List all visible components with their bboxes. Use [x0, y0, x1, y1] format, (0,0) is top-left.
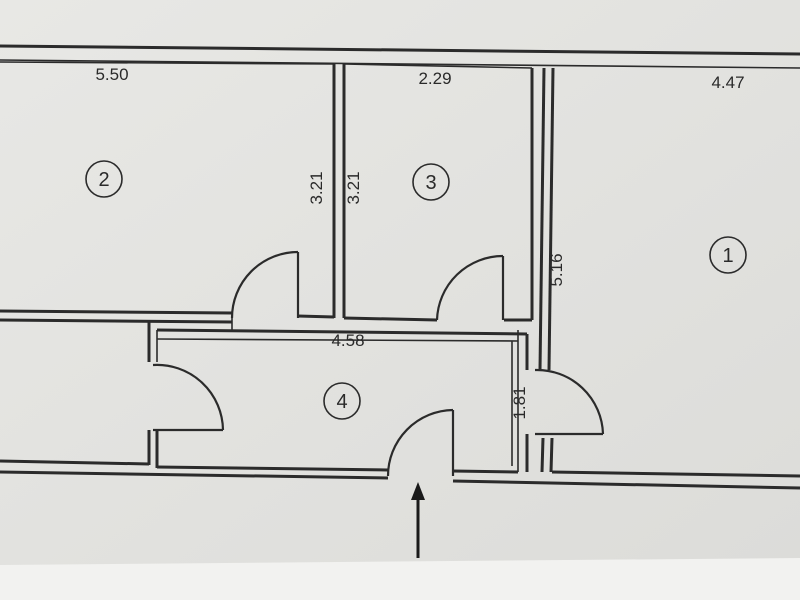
- room-2-circle: [85, 160, 123, 198]
- left-room-door: [152, 363, 225, 432]
- hall-depth-label: 1.81: [510, 386, 529, 419]
- room-3-depth-label: 3.21: [344, 171, 363, 204]
- room-4-number: 4: [336, 391, 347, 413]
- outer-wall-top: [0, 44, 800, 69]
- room-3-width-label: 2.29: [418, 69, 451, 88]
- room-4-circle: [323, 382, 361, 420]
- room-3-door: [435, 254, 505, 321]
- entrance-door: [386, 408, 455, 477]
- room-3-number: 3: [425, 172, 436, 194]
- entrance-arrow-icon: [411, 482, 425, 558]
- room-2-number: 2: [98, 169, 109, 191]
- room-1-west-wall: [538, 67, 555, 473]
- room-2-width-label: 5.50: [95, 65, 128, 84]
- room-1-depth-label: 5.16: [547, 253, 566, 286]
- hall-width-label: 4.58: [331, 331, 364, 350]
- room-1-width-label: 4.47: [711, 73, 744, 92]
- room-2-depth-label: 3.21: [307, 171, 326, 204]
- room-1-number: 1: [722, 245, 733, 267]
- dimension-lines: [156, 338, 519, 466]
- paper-sheet: [0, 0, 800, 565]
- outer-wall-bottom: [0, 459, 800, 490]
- paper-bottom-edge: [0, 558, 800, 600]
- room-2-walls: [0, 61, 336, 324]
- room-1-circle: [709, 236, 747, 274]
- room-1-door: [534, 368, 605, 436]
- room-2-door: [230, 250, 300, 330]
- room-4-walls: [147, 322, 529, 472]
- room-3-walls: [342, 63, 534, 322]
- room-3-circle: [412, 163, 450, 201]
